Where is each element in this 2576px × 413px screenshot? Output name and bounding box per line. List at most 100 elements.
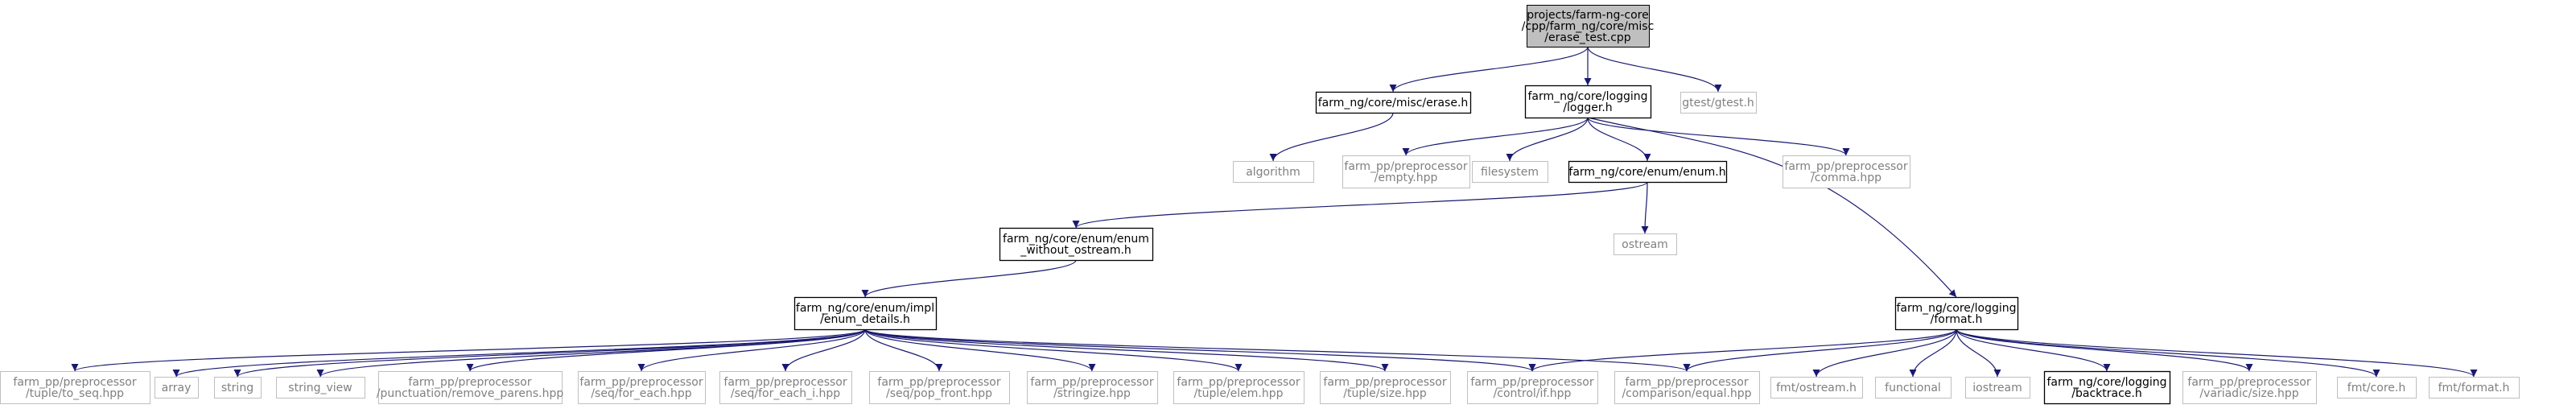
node-backtrace[interactable]: farm_ng/core/logging/backtrace.h bbox=[2043, 370, 2171, 405]
node-label: filesystem bbox=[1481, 166, 1539, 179]
node-box bbox=[1875, 377, 1952, 399]
edge-enum_wo-to-enum_details bbox=[861, 259, 1077, 298]
node-box bbox=[1320, 371, 1451, 404]
node-fmt_core: fmt/core.h bbox=[2337, 377, 2417, 399]
node-label: /control/if.hpp bbox=[1494, 387, 1572, 400]
node-erase_h[interactable]: farm_ng/core/misc/erase.h bbox=[1315, 91, 1472, 114]
node-to_seq: farm_pp/preprocessor/tuple/to_seq.hpp bbox=[0, 371, 150, 404]
node-box bbox=[1770, 377, 1863, 399]
edge-enum_details-to-string bbox=[233, 328, 866, 378]
edge-format_h-to-if_hpp bbox=[1528, 328, 1957, 372]
node-logger_h[interactable]: farm_ng/core/logging/logger.h bbox=[1524, 85, 1652, 119]
edge-format_h-to-fmt_ostream bbox=[1812, 328, 1957, 378]
node-label: farm_pp/preprocessor bbox=[1784, 160, 1907, 173]
edges-layer bbox=[71, 46, 2478, 378]
node-empty_hpp: farm_pp/preprocessor/empty.hpp bbox=[1342, 155, 1470, 188]
node-box bbox=[1680, 92, 1757, 114]
node-label: /seq/for_each_i.hpp bbox=[731, 387, 840, 400]
node-box bbox=[0, 371, 150, 404]
node-box bbox=[1614, 371, 1760, 404]
edge-format_h-to-iostream bbox=[1956, 328, 2001, 378]
node-box bbox=[1173, 371, 1304, 404]
node-label: /empty.hpp bbox=[1375, 171, 1438, 184]
node-label: farm_ng/core/enum/enum.h bbox=[1568, 166, 1725, 179]
edge-enum_details-to-elem bbox=[864, 328, 1243, 372]
node-label: farm_ng/core/logging bbox=[2046, 376, 2166, 389]
node-for_each: farm_pp/preprocessor/seq/for_each.hpp bbox=[578, 371, 706, 404]
node-label: _without_ostream.h bbox=[1020, 244, 1131, 257]
node-box bbox=[2429, 377, 2520, 399]
node-pop_front: farm_pp/preprocessor/seq/pop_front.hpp bbox=[869, 371, 1010, 404]
edge-format_h-to-backtrace bbox=[1956, 328, 2111, 372]
node-label: farm_pp/preprocessor bbox=[2187, 376, 2310, 389]
edge-logger_h-to-filesystem bbox=[1506, 117, 1589, 162]
node-label: fmt/ostream.h bbox=[1776, 382, 1857, 394]
edge-enum_details-to-to_seq bbox=[71, 328, 866, 372]
node-label: gtest/gtest.h bbox=[1682, 97, 1754, 109]
edge-enum_details-to-if_hpp bbox=[864, 328, 1536, 372]
edge-root-to-erase_h bbox=[1389, 46, 1589, 93]
node-box bbox=[276, 377, 365, 399]
node-elem: farm_pp/preprocessor/tuple/elem.hpp bbox=[1173, 371, 1304, 404]
node-equal_hpp: farm_pp/preprocessor/comparison/equal.hp… bbox=[1614, 371, 1760, 404]
node-label: algorithm bbox=[1246, 166, 1300, 179]
node-fmt_format: fmt/format.h bbox=[2429, 377, 2520, 399]
node-box bbox=[1472, 161, 1548, 183]
node-label: farm_pp/preprocessor bbox=[1177, 376, 1300, 389]
node-label: farm_pp/preprocessor bbox=[13, 376, 136, 389]
node-box bbox=[1965, 377, 2030, 399]
node-box bbox=[578, 371, 706, 404]
nodes-layer: projects/farm-ng-core/cpp/farm_ng/core/m… bbox=[0, 5, 2520, 405]
node-label: farm_pp/preprocessor bbox=[1470, 376, 1593, 389]
edge-root-to-gtest bbox=[1587, 46, 1722, 93]
node-comma_hpp: farm_pp/preprocessor/comma.hpp bbox=[1783, 155, 1910, 188]
node-label: farm_pp/preprocessor bbox=[579, 376, 703, 389]
node-box bbox=[378, 371, 563, 404]
node-label: /logger.h bbox=[1563, 101, 1612, 114]
node-filesystem: filesystem bbox=[1472, 161, 1548, 183]
node-fmt_ostream: fmt/ostream.h bbox=[1770, 377, 1863, 399]
node-format_h[interactable]: farm_ng/core/logging/format.h bbox=[1894, 296, 2019, 331]
node-label: farm_ng/core/logging bbox=[1896, 302, 2016, 315]
node-enum_h[interactable]: farm_ng/core/enum/enum.h bbox=[1568, 160, 1728, 184]
node-label: /format.h bbox=[1931, 313, 1983, 326]
node-stringize: farm_pp/preprocessor/stringize.hpp bbox=[1027, 371, 1158, 404]
node-label: farm_ng/core/misc/erase.h bbox=[1318, 97, 1469, 109]
node-label: /enum_details.h bbox=[820, 313, 910, 326]
node-box bbox=[1527, 5, 1650, 47]
node-tuple_size: farm_pp/preprocessor/tuple/size.hpp bbox=[1320, 371, 1451, 404]
node-label: /comparison/equal.hpp bbox=[1622, 387, 1751, 400]
node-label: /backtrace.h bbox=[2071, 387, 2141, 400]
node-label: /cpp/farm_ng/core/misc bbox=[1522, 20, 1655, 33]
edge-enum_details-to-equal_hpp bbox=[864, 328, 1691, 372]
node-label: farm_pp/preprocessor bbox=[1030, 376, 1153, 389]
node-root: projects/farm-ng-core/cpp/farm_ng/core/m… bbox=[1522, 5, 1655, 47]
node-enum_wo[interactable]: farm_ng/core/enum/enum_without_ostream.h bbox=[999, 227, 1154, 262]
edge-logger_h-to-comma_hpp bbox=[1587, 117, 1850, 156]
node-label: string_view bbox=[288, 382, 352, 394]
node-label: /seq/for_each.hpp bbox=[591, 387, 691, 400]
node-array: array bbox=[155, 377, 199, 399]
node-algorithm: algorithm bbox=[1233, 161, 1314, 183]
node-box bbox=[719, 371, 852, 404]
node-label: projects/farm-ng-core bbox=[1527, 9, 1648, 22]
edge-format_h-to-fmt_format bbox=[1956, 328, 2478, 378]
node-label: /punctuation/remove_parens.hpp bbox=[377, 387, 564, 400]
node-ostream: ostream bbox=[1614, 233, 1677, 255]
edge-logger_h-to-format_h bbox=[1587, 117, 1957, 298]
node-label: /variadic/size.hpp bbox=[2199, 387, 2298, 400]
node-enum_details[interactable]: farm_ng/core/enum/impl/enum_details.h bbox=[793, 296, 938, 331]
node-box bbox=[1614, 233, 1677, 255]
node-box bbox=[2182, 371, 2317, 404]
edge-enum_details-to-string_view bbox=[316, 328, 866, 378]
node-box bbox=[1027, 371, 1158, 404]
node-box bbox=[1467, 371, 1598, 404]
node-label: farm_ng/core/enum/impl bbox=[796, 302, 934, 315]
node-box bbox=[869, 371, 1010, 404]
edge-format_h-to-equal_hpp bbox=[1683, 328, 1957, 372]
edge-logger_h-to-empty_hpp bbox=[1402, 117, 1589, 156]
node-label: string bbox=[221, 382, 253, 394]
edge-format_h-to-variadic_size bbox=[1956, 328, 2253, 372]
node-string: string bbox=[214, 377, 262, 399]
